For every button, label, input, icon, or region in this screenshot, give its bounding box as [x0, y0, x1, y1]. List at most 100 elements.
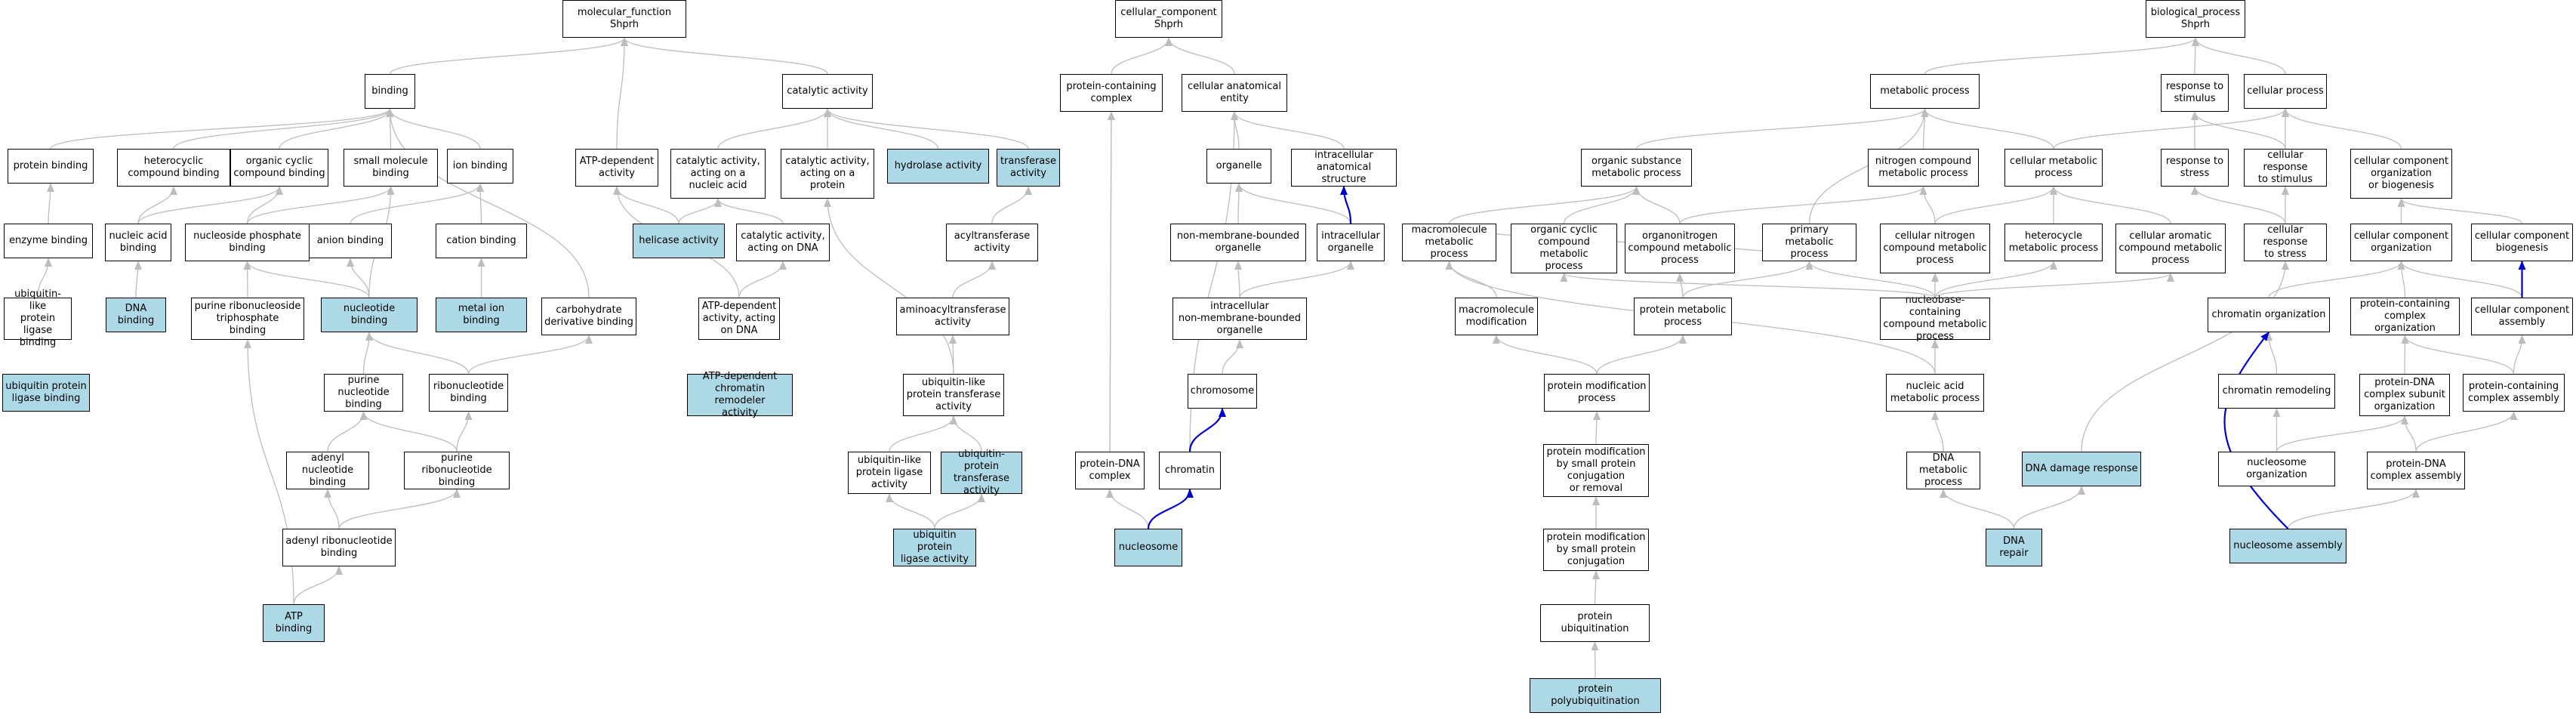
node-nucorg[interactable]: nucleosome organization	[2218, 452, 2335, 486]
node-smbind[interactable]: small molecule binding	[344, 149, 438, 187]
node-pdnaca[interactable]: protein-DNA complex assembly	[2367, 452, 2465, 489]
node-enzbind[interactable]: enzyme binding	[4, 224, 93, 258]
node-ubptr[interactable]: ubiquitin-protein transferase activity	[941, 449, 1022, 496]
node-nabind[interactable]: nucleic acid binding	[105, 224, 171, 261]
node-crts[interactable]: cellular response to stimulus	[2244, 149, 2327, 187]
node-catbind[interactable]: cation binding	[436, 224, 527, 258]
node-pccassembly[interactable]: protein-containing complex assembly	[2463, 374, 2565, 412]
node-acyltr[interactable]: acyltransferase activity	[946, 224, 1038, 261]
node-arnbind[interactable]: adenyl ribonucleotide binding	[282, 529, 396, 566]
node-cae[interactable]: cellular anatomical entity	[1182, 74, 1287, 112]
node-prntpbind[interactable]: purine ribonucleoside triphosphate bindi…	[191, 298, 304, 340]
node-trans[interactable]: transferase activity	[997, 149, 1060, 187]
node-pdnacso[interactable]: protein-DNA complex subunit organization	[2359, 374, 2450, 416]
node-hetmp[interactable]: heterocycle metabolic process	[2004, 224, 2103, 261]
node-pccorg[interactable]: protein-containing complex organization	[2350, 298, 2460, 335]
node-cmp[interactable]: cellular metabolic process	[2004, 149, 2103, 187]
node-ubltr[interactable]: ubiquitin-like protein transferase activ…	[903, 374, 1004, 416]
node-purnbind[interactable]: purine nucleotide binding	[324, 374, 403, 412]
node-ionbind[interactable]: ion binding	[447, 149, 513, 184]
node-macromod[interactable]: macromolecule modification	[1455, 298, 1538, 335]
node-ubplbind[interactable]: ubiquitin-like protein ligase binding	[4, 289, 72, 348]
node-npbind[interactable]: nucleoside phosphate binding	[185, 224, 310, 261]
node-catna[interactable]: catalytic activity, acting on a nucleic …	[670, 149, 766, 199]
node-intorg[interactable]: intracellular organelle	[1317, 224, 1385, 261]
node-hydro[interactable]: hydrolase activity	[887, 149, 989, 184]
node-chromorg[interactable]: chromatin organization	[2208, 298, 2330, 332]
node-catdna[interactable]: catalytic activity, acting on DNA	[736, 224, 830, 261]
node-ncmp[interactable]: nitrogen compound metabolic process	[1868, 149, 1979, 187]
node-ocbind[interactable]: organic cyclic compound binding	[230, 149, 328, 187]
node-organelle[interactable]: organelle	[1206, 149, 1271, 184]
edge-ubpla-to-ublig	[886, 493, 935, 529]
node-cacmp[interactable]: cellular aromatic compound metabolic pro…	[2115, 224, 2226, 273]
node-cc[interactable]: cellular_component Shprh	[1115, 0, 1222, 38]
node-inmbo[interactable]: intracellular non-membrane-bounded organ…	[1172, 298, 1307, 340]
node-pmspc[interactable]: protein modification by small protein co…	[1543, 529, 1649, 571]
node-nampr[interactable]: nucleic acid metabolic process	[1886, 374, 1984, 412]
edge-pdnaca-to-pccassembly	[2415, 411, 2518, 452]
node-rtstress[interactable]: response to stress	[2161, 149, 2229, 187]
node-mf[interactable]: molecular_function Shprh	[562, 0, 686, 38]
node-ccob[interactable]: cellular component organization or bioge…	[2350, 149, 2452, 199]
node-atpdepdna[interactable]: ATP-dependent activity, acting on DNA	[698, 298, 780, 340]
node-chromatin[interactable]: chromatin	[1159, 452, 1221, 489]
edge-ocbind-to-binding	[279, 108, 394, 150]
node-ias[interactable]: intracellular anatomical structure	[1291, 149, 1397, 187]
node-chromosome[interactable]: chromosome	[1188, 374, 1257, 409]
node-crtstress[interactable]: cellular response to stress	[2244, 224, 2327, 261]
node-nucassembly[interactable]: nucleosome assembly	[2229, 529, 2346, 563]
node-dnamp[interactable]: DNA metabolic process	[1906, 452, 1980, 489]
node-pmsp[interactable]: protein modification by small protein co…	[1543, 444, 1649, 497]
node-atpdep[interactable]: ATP-dependent activity	[575, 149, 658, 187]
node-atpchrom[interactable]: ATP-dependent chromatin remodeler activi…	[687, 371, 793, 418]
node-ubplig[interactable]: ubiquitin protein ligase binding	[2, 374, 90, 412]
node-occmp[interactable]: organic cyclic compound metabolic proces…	[1511, 224, 1617, 273]
node-dnarepair[interactable]: DNA repair	[1986, 529, 2042, 566]
node-dnabind[interactable]: DNA binding	[106, 298, 166, 332]
node-dnadmg[interactable]: DNA damage response	[2022, 452, 2141, 486]
node-osmp[interactable]: organic substance metabolic process	[1581, 149, 1692, 187]
node-metab[interactable]: metabolic process	[1870, 74, 1980, 109]
node-ccassembly[interactable]: cellular component assembly	[2471, 298, 2573, 335]
node-ubpla[interactable]: ubiquitin protein ligase activity	[893, 529, 976, 566]
node-cdbind[interactable]: carbohydrate derivative binding	[541, 298, 636, 335]
node-oncmp[interactable]: organonitrogen compound metabolic proces…	[1625, 224, 1735, 273]
node-nmbo[interactable]: non-membrane-bounded organelle	[1170, 224, 1306, 261]
node-protpolyubiq[interactable]: protein polyubiquitination	[1530, 678, 1661, 713]
node-catalytic[interactable]: catalytic activity	[782, 74, 873, 109]
node-pmp[interactable]: primary metabolic process	[1762, 224, 1857, 261]
node-nucleosome[interactable]: nucleosome	[1114, 529, 1182, 566]
node-binding[interactable]: binding	[365, 74, 415, 109]
node-ribonbind[interactable]: ribonucleotide binding	[429, 374, 508, 412]
node-cncmp[interactable]: cellular nitrogen compound metabolic pro…	[1880, 224, 1990, 273]
node-catprot[interactable]: catalytic activity, acting on a protein	[781, 149, 874, 199]
edge-nucassembly-to-chromorg	[2223, 332, 2289, 529]
node-hetbind[interactable]: heterocyclic compound binding	[117, 149, 230, 187]
edge-ionbind-to-binding	[386, 108, 481, 150]
node-macromp[interactable]: macromolecule metabolic process	[1402, 224, 1496, 261]
node-bp[interactable]: biological_process Shprh	[2146, 0, 2245, 38]
node-cellproc[interactable]: cellular process	[2244, 74, 2327, 109]
node-pdnac[interactable]: protein-DNA complex	[1075, 452, 1145, 489]
node-protubiq[interactable]: protein ubiquitination	[1540, 604, 1650, 642]
node-anbind[interactable]: anion binding	[309, 224, 392, 258]
node-prnbind[interactable]: purine ribonucleotide binding	[404, 452, 510, 489]
node-rts[interactable]: response to stimulus	[2161, 74, 2229, 112]
node-protbind[interactable]: protein binding	[8, 149, 94, 184]
node-protmp[interactable]: protein metabolic process	[1634, 298, 1732, 335]
node-aminoacyl[interactable]: aminoacyltransferase activity	[896, 298, 1009, 335]
node-pmodproc[interactable]: protein modification process	[1544, 374, 1650, 412]
node-chromrem[interactable]: chromatin remodeling	[2218, 374, 2335, 409]
node-metalbind[interactable]: metal ion binding	[436, 298, 527, 332]
node-ublig[interactable]: ubiquitin-like protein ligase activity	[848, 452, 931, 494]
node-cco[interactable]: cellular component organization	[2350, 224, 2452, 261]
node-atpbind[interactable]: ATP binding	[263, 604, 325, 642]
node-nbccmp[interactable]: nucleobase-containing compound metabolic…	[1880, 295, 1990, 342]
node-nucbind[interactable]: nucleotide binding	[321, 298, 418, 332]
node-pcc[interactable]: protein-containing complex	[1060, 74, 1163, 112]
node-adenbind[interactable]: adenyl nucleotide binding	[286, 452, 369, 489]
node-helicase[interactable]: helicase activity	[633, 224, 725, 258]
edge-prnbind-to-purnbind	[359, 411, 458, 452]
node-ccb[interactable]: cellular component biogenesis	[2471, 224, 2573, 261]
